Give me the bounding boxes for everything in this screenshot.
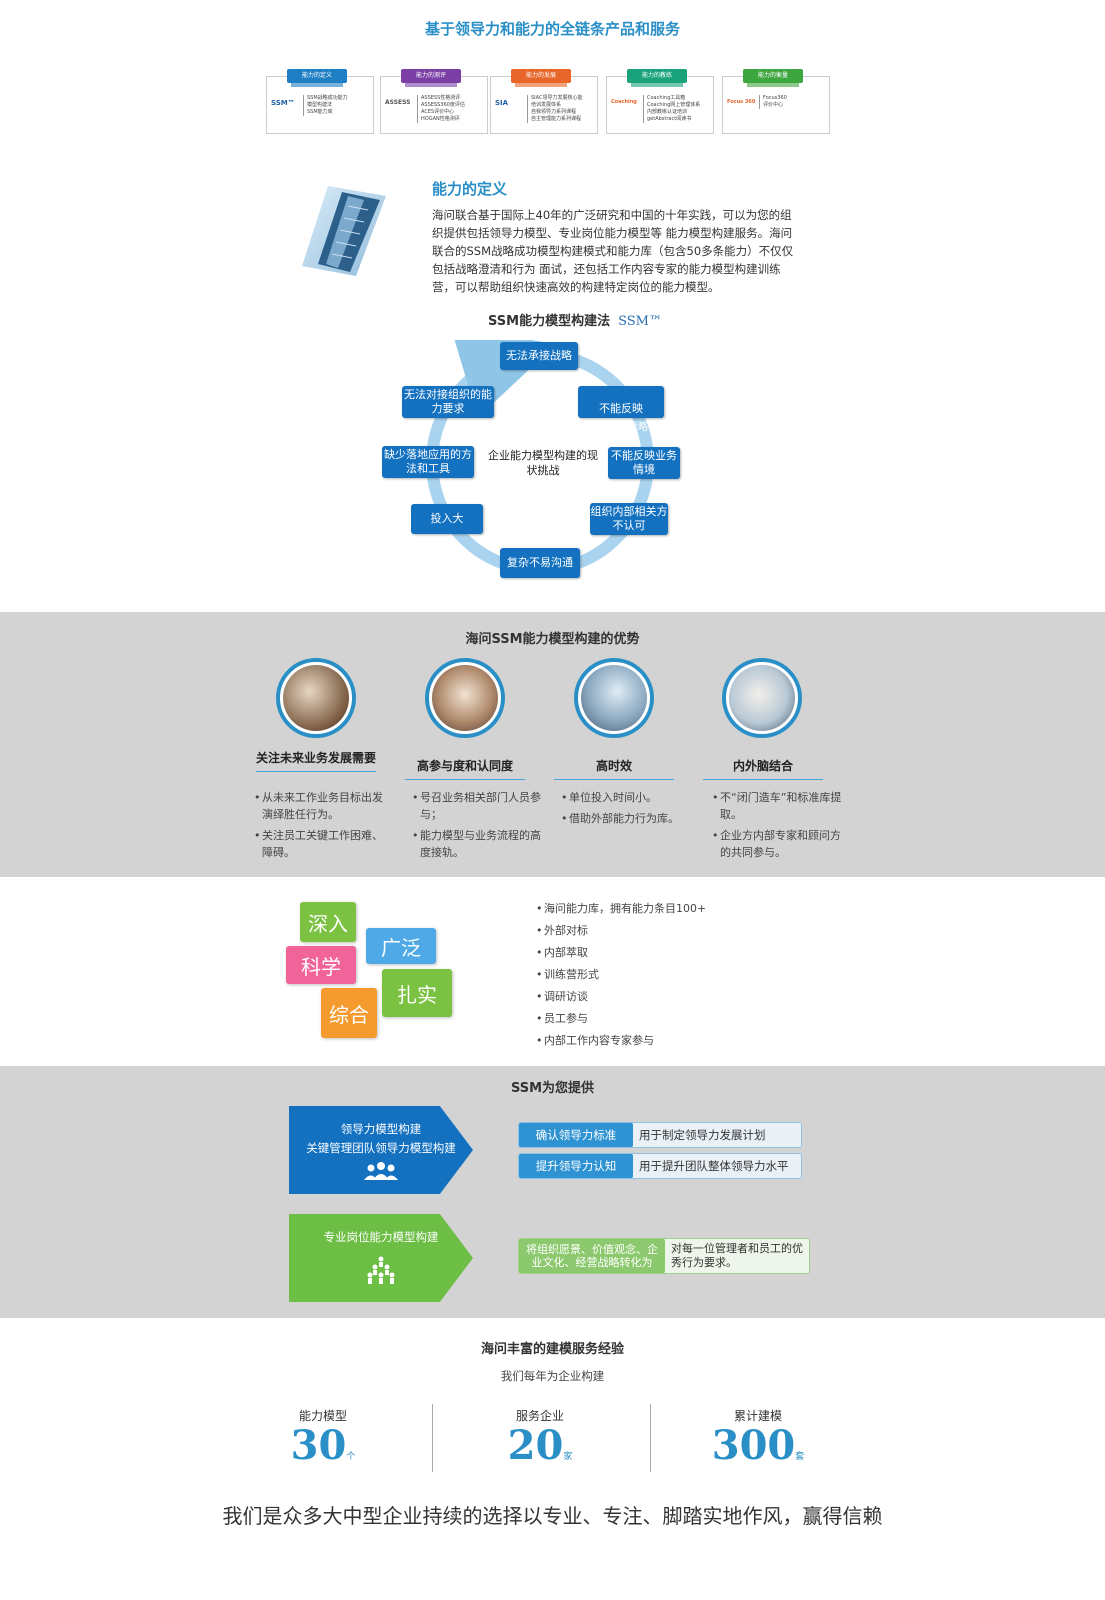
row-label: 提升领导力认知 [519, 1154, 633, 1178]
advantage-name: 高参与度和认同度 [405, 758, 525, 780]
product-card-development: 能力的发展 SIA SIAC领导力发展核心能培训发展体系自我领导力系列课程自主管… [490, 69, 598, 134]
node-left-bottom: 投入大 [411, 504, 483, 534]
cycle-center-text: 企业能力模型构建的现状挑战 [488, 449, 598, 477]
experience-subtitle: 我们每年为企业构建 [500, 1369, 605, 1383]
node-top: 无法承接战略 [500, 342, 578, 370]
word-block-solid: 扎实 [382, 969, 452, 1017]
professional-row: 将组织愿景、价值观念、企业文化、经营战略转化为 对每一位管理者和员工的优秀行为要… [518, 1238, 810, 1274]
advantage-photo-participation [425, 658, 505, 738]
node-right-mid: 不能反映业务情境 [608, 447, 680, 479]
leadership-model-arrow: 领导力模型构建 关键管理团队领导力模型构建 [289, 1106, 473, 1194]
advantage-photo-efficiency [574, 658, 654, 738]
ssm-logo: SSM™ [618, 314, 662, 329]
stat-label: 累计建模 [733, 1409, 782, 1423]
node-left-top: 无法对接组织的能力要求 [402, 386, 494, 418]
leadership-line1: 领导力模型构建 [340, 1122, 422, 1136]
cycle-title: SSM能力模型构建法 SSM™ [488, 310, 662, 329]
row-text: 用于制定领导力发展计划 [639, 1128, 766, 1142]
advantage-points: 从未来工作业务目标出发演绎胜任行为。关注员工关键工作困难、障碍。 [254, 789, 384, 865]
group-icon [367, 1256, 395, 1284]
features-list: 海问能力库，拥有能力条目100+外部对标内部萃取 训练营形式调研访谈员工参与 内… [536, 898, 706, 1052]
advantages-title: 海问SSM能力模型构建的优势 [465, 632, 640, 647]
card-lines: SIAC领导力发展核心能培训发展体系自我领导力系列课程自主管理能力系列课程 [527, 95, 594, 123]
footer-slogan: 我们是众多大中型企业持续的选择以专业、专注、脚踏实地作风，赢得信赖 [222, 1504, 883, 1528]
advantage-name: 高时效 [554, 758, 674, 780]
card-tab: 能力的教练 [627, 69, 687, 87]
cycle-title-text: SSM能力模型构建法 [488, 314, 611, 329]
word-block-comprehensive: 综合 [321, 988, 377, 1038]
provides-title: SSM为您提供 [510, 1081, 595, 1096]
row-label: 确认领导力标准 [519, 1123, 633, 1147]
professional-model-arrow: 专业岗位能力模型构建 [289, 1214, 473, 1302]
stat-label: 服务企业 [515, 1409, 564, 1423]
row-text: 用于提升团队整体领导力水平 [639, 1159, 789, 1173]
divider [432, 1404, 433, 1472]
focus-logo: Focus 360 [727, 99, 756, 105]
stat-label: 能力模型 [298, 1409, 347, 1423]
word-block-wide: 广泛 [366, 928, 436, 964]
row-label: 将组织愿景、价值观念、企业文化、经营战略转化为 [519, 1239, 665, 1273]
node-right-top: 不能反映 [578, 386, 664, 418]
stat-value: 30个 [290, 1422, 356, 1469]
sia-logo: SIA [495, 99, 509, 107]
definition-body: 海问联合基于国际上40年的广泛研究和中国的十年实践，可以为您的组织提供包括领导力… [432, 208, 794, 294]
row-text: 对每一位管理者和员工的优秀行为要求。 [671, 1242, 803, 1269]
advantage-points: 不“闭门造车”和标准库提取。企业方内部专家和顾问方的共同参与。 [712, 789, 842, 865]
node-right-bottom: 组织内部相关方不认可 [590, 503, 668, 535]
definition-title: 能力的定义 [432, 180, 508, 198]
stat-value: 20家 [507, 1422, 573, 1469]
node-right-top-sub: 战略 [628, 422, 648, 433]
provides-section [0, 1066, 1105, 1318]
word-block-deep: 深入 [300, 902, 356, 942]
professional-line1: 专业岗位能力模型构建 [323, 1230, 439, 1244]
card-tab: 能力的测评 [401, 69, 461, 87]
leadership-row: 提升领导力认知 用于提升团队整体领导力水平 [518, 1153, 802, 1179]
advantage-points: 号召业务相关部门人员参与；能力模型与业务流程的高度接轨。 [412, 789, 542, 865]
advantage-points: 单位投入时间小。借助外部能力行为库。 [561, 789, 701, 831]
experience-title: 海问丰富的建模服务经验 [480, 1342, 624, 1357]
leadership-row: 确认领导力标准 用于制定领导力发展计划 [518, 1122, 802, 1148]
advantage-photo-future [276, 658, 356, 738]
card-tab: 能力的发展 [511, 69, 571, 87]
stat-value: 300套 [711, 1422, 805, 1469]
assess-logo: ASSESS [385, 99, 411, 106]
advantage-name: 内外脑结合 [703, 758, 823, 780]
advantage-name: 关注未来业务发展需要 [256, 750, 376, 772]
advantages-section [0, 612, 1105, 877]
ssm-logo: SSM™ [271, 99, 295, 107]
node-bottom: 复杂不易沟通 [500, 548, 580, 578]
card-tab: 能力的衡量 [743, 69, 803, 87]
building-illustration [302, 186, 386, 276]
card-tab: 能力的定义 [287, 69, 347, 87]
divider [650, 1404, 651, 1472]
leadership-line2: 关键管理团队领导力模型构建 [306, 1141, 456, 1155]
page-title: 基于领导力和能力的全链条产品和服务 [424, 20, 680, 38]
word-block-science: 科学 [286, 946, 356, 984]
node-left-mid: 缺少落地应用的方法和工具 [382, 446, 474, 478]
coaching-logo: Coaching [611, 99, 637, 105]
advantage-photo-combination [722, 658, 802, 738]
team-icon [364, 1162, 398, 1180]
